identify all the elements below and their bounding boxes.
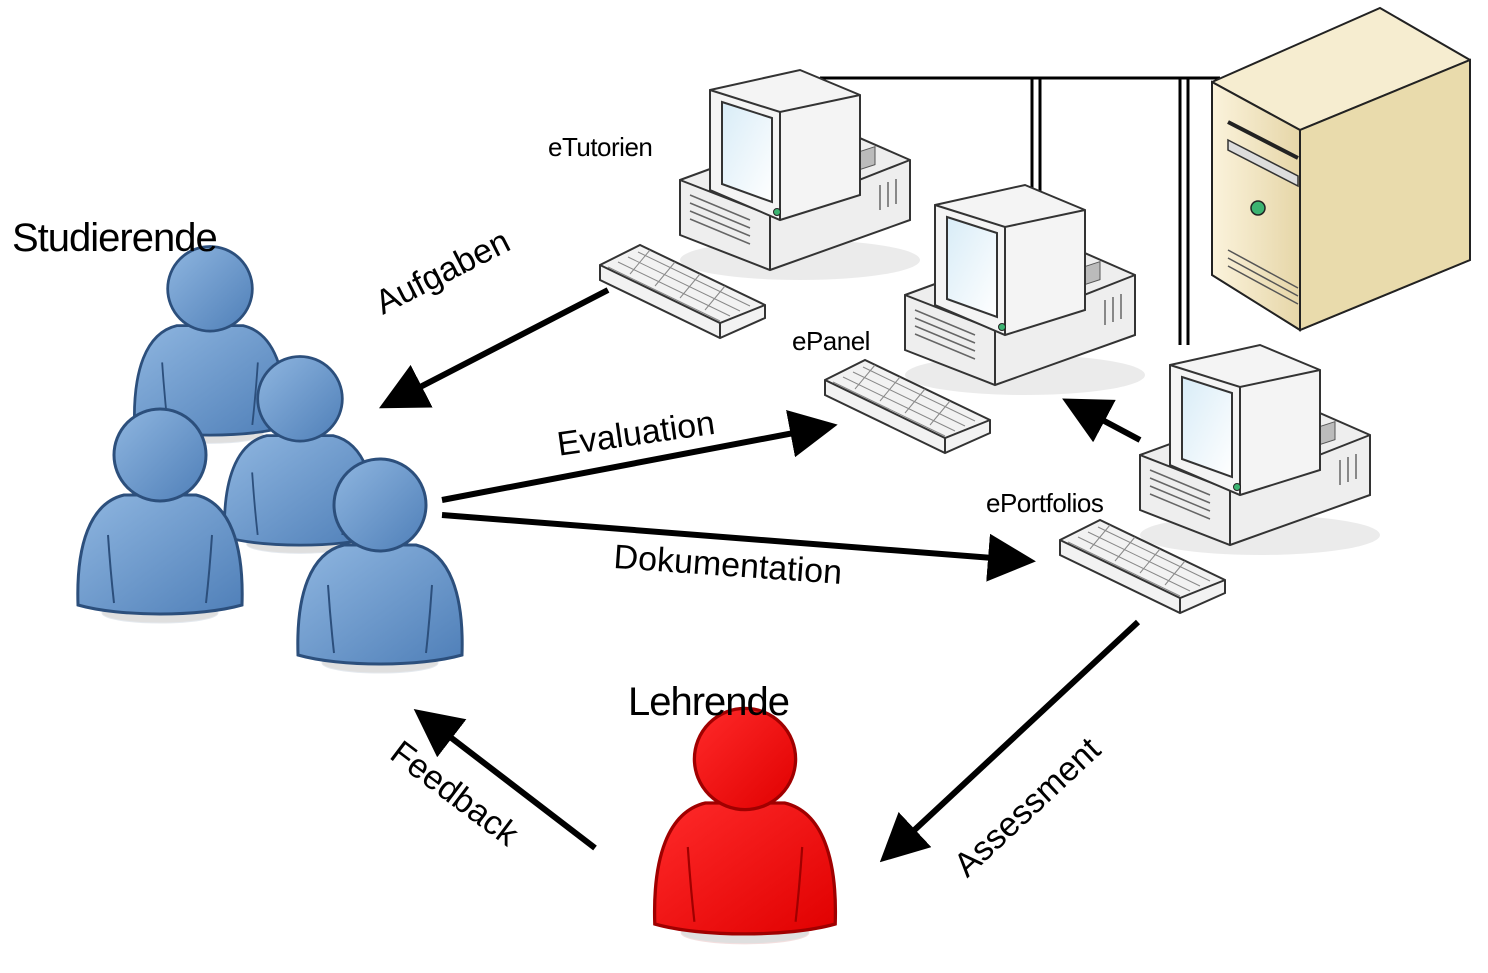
arrow-assessment <box>879 619 1141 863</box>
etutorien-label: eTutorien <box>548 132 653 162</box>
arrow-eportfolios-epanel <box>1062 398 1142 443</box>
arrow-dokumentation <box>441 512 1036 582</box>
eportfolios-label: ePortfolios <box>986 488 1104 518</box>
teacher-person-icon <box>652 706 838 946</box>
server-tower-icon <box>1211 6 1471 332</box>
arrow-aufgaben <box>379 287 610 409</box>
network-cables <box>820 76 1220 345</box>
epanel-label: ePanel <box>792 326 870 356</box>
arrows <box>379 287 1142 863</box>
students-label: Studierende <box>12 216 218 260</box>
arrow-evaluation <box>441 410 838 503</box>
arrow-feedback <box>413 709 597 851</box>
teacher-label: Lehrende <box>628 680 790 724</box>
etutorien-computer-icon <box>599 69 921 339</box>
